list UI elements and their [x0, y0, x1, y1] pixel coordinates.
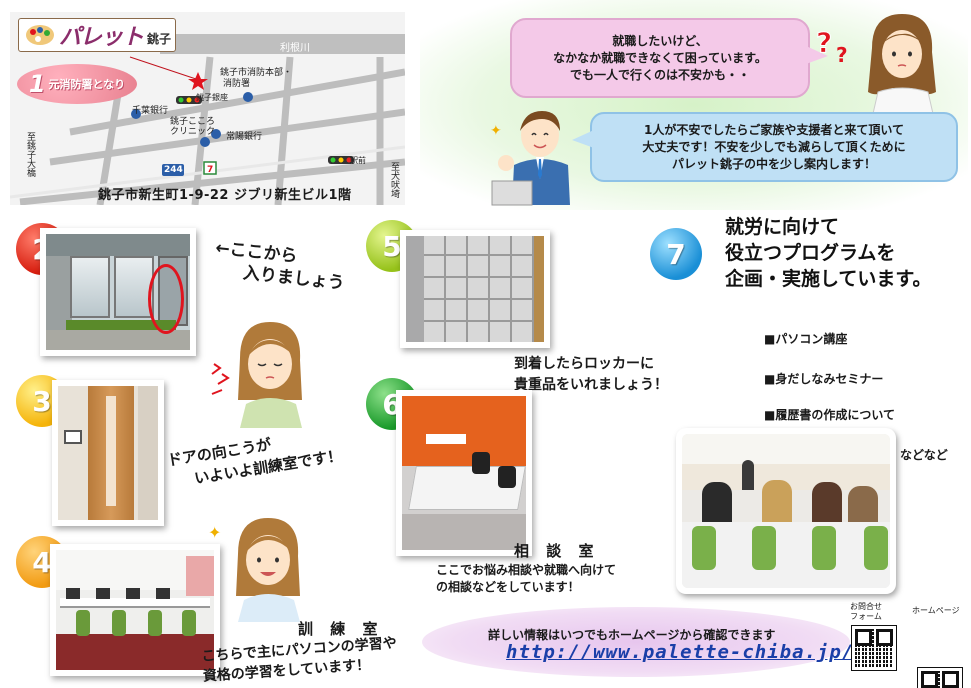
step-3-caption: ドアの向こうが いよいよ訓練室です！ [166, 423, 344, 494]
girl-line: 就職したいけど、 [612, 33, 708, 48]
info-banner [422, 607, 850, 677]
training-room-photo [50, 544, 220, 676]
consultation-room-photo [396, 390, 532, 556]
happy-girl-illustration: ✦ [208, 518, 300, 622]
ekimae-label: 駅前 [350, 156, 366, 165]
bank-marker-icon [211, 129, 221, 139]
program-title-line: 就労に向けて [725, 216, 840, 238]
staff-line: パレット銚子の中を少し案内します！ [671, 156, 876, 171]
traffic-light-icon [328, 156, 354, 164]
staff-man-illustration: ✦ [490, 111, 570, 206]
logo-sub: 銚子 [147, 31, 172, 46]
worried-girl-illustration: ? ? [816, 14, 936, 118]
palette-logo-icon [26, 25, 54, 45]
bubble-tail [806, 46, 828, 64]
locker-photo [400, 230, 550, 348]
qr-homepage-label: ホームページ [912, 606, 960, 615]
step-6-caption: ここでお悩み相談や就職へ向けて の相談などをしています！ [436, 562, 616, 596]
ohashi-label: 至銚子大橋 [25, 132, 35, 177]
svg-text:✦: ✦ [490, 123, 502, 139]
bank-marker-icon [243, 92, 253, 102]
svg-text:7: 7 [207, 165, 213, 175]
step-5-caption-line: 貴重品をいれましょう！ [514, 377, 668, 393]
spot-1-number: 1 [28, 70, 46, 98]
program-title-line: 役立つプログラムを [725, 242, 896, 264]
info-text: 詳しい情報はいつでもホームページから確認できます [488, 628, 776, 642]
program-title: 就労に向けて 役立つプログラムを 企画・実施しています。 [725, 214, 932, 292]
access-map: 7 利根川 銚子市消防本部・ 消防署 銚子銀座 千葉銀行 銚子こころ クリニック… [10, 12, 405, 205]
program-item: ■パソコン講座 [764, 332, 848, 346]
staff-line: 大丈夫です！不安を少しでも減らして頂くために [642, 139, 906, 154]
girl-speech-bubble: 就職したいけど、 なかなか就職できなくて困っています。 でも一人で行くのは不安か… [510, 18, 810, 98]
convenience-store-icon [203, 161, 217, 175]
spot-1-label: 元消防署となり [48, 78, 126, 91]
staff-line: 1人が不安でしたらご家族や支援者と来て頂いて [644, 122, 904, 137]
palette-logo: パレット 銚子 [18, 18, 176, 52]
seminar-photo [676, 428, 896, 594]
step-5-caption-line: 到着したらロッカーに [514, 356, 654, 372]
ginza-label: 銚子銀座 [196, 93, 228, 102]
svg-text:?: ? [836, 43, 848, 67]
bank-marker-icon [200, 137, 210, 147]
river-label: 利根川 [280, 43, 310, 54]
program-etc: などなど [900, 448, 948, 462]
bubble-tail [572, 130, 594, 148]
qr-contact-label-line: フォーム [850, 612, 882, 621]
svg-text:✦: ✦ [208, 523, 221, 542]
program-title-line: 企画・実施しています。 [725, 268, 932, 290]
consultation-room-title: 相 談 室 [514, 542, 600, 560]
step-5-caption: 到着したらロッカーに 貴重品をいれましょう！ [514, 354, 668, 396]
address: 銚子市新生町1-9-22 ジブリ新生ビル1階 [98, 188, 352, 203]
route-sign-icon [162, 164, 184, 176]
bank-marker-icon [131, 109, 141, 119]
joyo-bank-label: 常陽銀行 [226, 132, 263, 142]
training-room-title: 訓 練 室 [298, 620, 384, 638]
route-label: 244 [164, 165, 183, 175]
fire-dept-label-2: 消防署 [223, 79, 251, 89]
inubo-label: 至犬吠埼 [389, 162, 399, 198]
girl-line: なかなか就職できなくて困っています。 [553, 50, 767, 65]
map-roads: 7 [10, 34, 405, 205]
spot-1-badge: 1 元消防署となり [17, 64, 137, 104]
svg-text:?: ? [816, 26, 832, 59]
door-photo [52, 380, 164, 526]
step-7-badge: 7 [650, 228, 702, 280]
step-2-caption: ←ここから 入りましょう [212, 237, 348, 295]
step-6-caption-line: ここでお悩み相談や就職へ向けて [436, 563, 617, 577]
girl-line: でも一人で行くのは不安かも・・ [569, 67, 750, 82]
chiba-bank-label: 千葉銀行 [132, 106, 169, 116]
kokoro-label: 銚子こころ [170, 117, 216, 127]
fire-dept-label: 銚子市消防本部・ [220, 68, 293, 78]
nervous-girl-illustration [211, 322, 302, 428]
program-item: ■履歴書の作成について [764, 408, 895, 422]
staff-speech-bubble: 1人が不安でしたらご家族や支援者と来て頂いて 大丈夫です！不安を少しでも減らして… [590, 112, 958, 182]
program-item: ■身だしなみセミナー [764, 372, 884, 386]
qr-contact-label: お問合せ フォーム [850, 602, 882, 622]
clinic-label: クリニック [170, 127, 216, 137]
qr-contact-label-line: お問合せ [850, 602, 882, 611]
step-4-caption: こちらで主にパソコンの学習や 資格の学習をしています！ [201, 633, 399, 687]
qr-contact-code[interactable] [851, 625, 897, 671]
traffic-light-icon [176, 96, 202, 104]
entrance-highlight-circle [148, 264, 184, 334]
location-star-icon [188, 72, 208, 90]
website-link[interactable]: http://www.palette-chiba.jp/ [506, 641, 855, 663]
entrance-photo [40, 228, 196, 356]
logo-text: パレット [59, 25, 144, 50]
qr-homepage-code[interactable] [917, 667, 963, 688]
step-6-caption-line: の相談などをしています！ [436, 580, 580, 594]
